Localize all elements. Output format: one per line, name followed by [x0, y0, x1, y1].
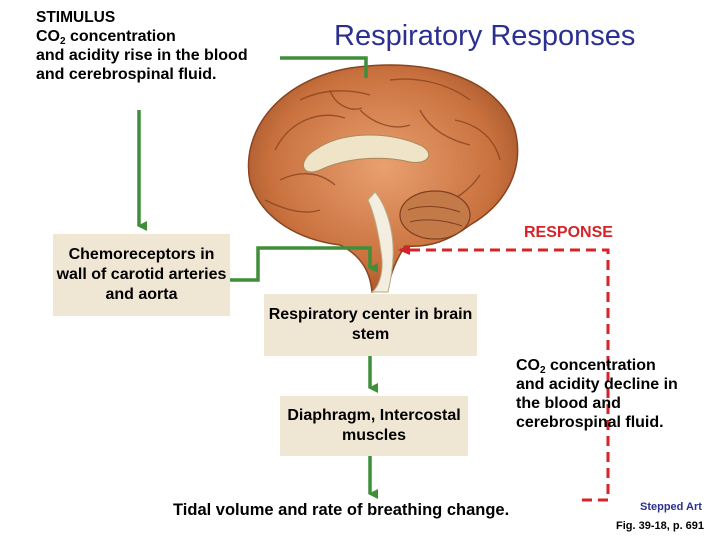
respiratory-center-label: Respiratory center in brain stem	[268, 306, 473, 343]
arrow-chemoreceptors-to-center	[230, 246, 378, 282]
diaphragm-label: Diaphragm, Intercostal muscles	[287, 407, 461, 444]
stimulus-text: STIMULUS CO2 concentration and acidity r…	[36, 8, 276, 84]
chemoreceptors-box: Chemoreceptors in wall of carotid arteri…	[53, 234, 230, 316]
stimulus-rest: and acidity rise in the blood and cerebr…	[36, 47, 248, 83]
figure-reference: Fig. 39-18, p. 691	[616, 520, 705, 532]
green-flow-arrows	[137, 56, 378, 499]
diaphragm-box: Diaphragm, Intercostal muscles	[280, 396, 468, 456]
stepped-art-label: Stepped Art	[640, 501, 702, 513]
decline-rest: and acidity decline in the blood and cer…	[516, 376, 678, 431]
brain-illustration	[247, 64, 519, 293]
tidal-volume-label: Tidal volume and rate of breathing chang…	[173, 501, 510, 519]
page-title: Respiratory Responses	[334, 20, 636, 52]
decline-line1: CO2 concentration	[516, 357, 656, 376]
chemoreceptors-label: Chemoreceptors in wall of carotid arteri…	[56, 246, 227, 303]
arrow-title-to-brain	[280, 56, 368, 78]
stimulus-label: STIMULUS	[36, 9, 116, 26]
respiratory-center-box: Respiratory center in brain stem	[264, 294, 477, 356]
response-label: RESPONSE	[524, 224, 613, 241]
feedback-path	[398, 245, 610, 502]
feedback-loop	[398, 245, 610, 502]
decline-text: CO2 concentration and acidity decline in…	[516, 356, 706, 432]
stimulus-line1: CO2 concentration	[36, 28, 176, 47]
